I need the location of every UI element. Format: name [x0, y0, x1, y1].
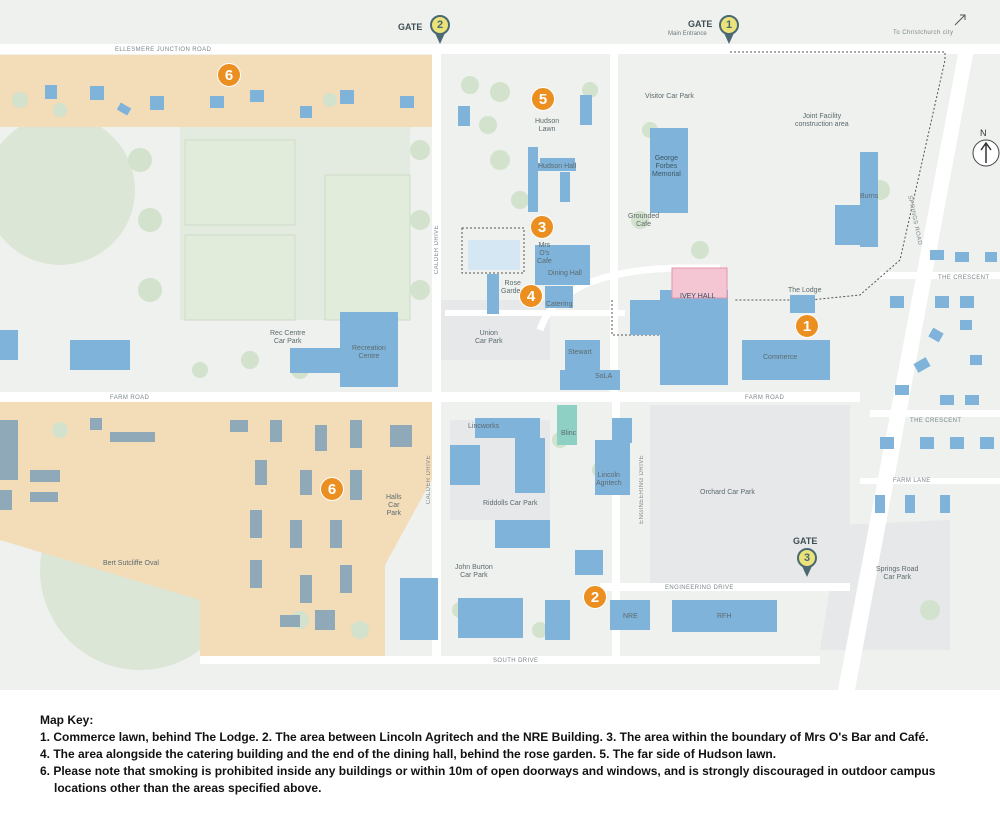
road-label-ellesmere: ELLESMERE JUNCTION ROAD: [115, 47, 212, 53]
map-key-line-2: 4. The area alongside the catering build…: [40, 747, 777, 761]
label-rose-garden: Rose Garden: [501, 280, 525, 295]
label-lincworks: Lincworks: [468, 423, 500, 430]
marker-2[interactable]: 2: [583, 585, 607, 609]
map-key: Map Key: 1. Commerce lawn, behind The Lo…: [40, 712, 980, 797]
road-label-farm-lane: FARM LANE: [893, 478, 931, 484]
road-label-engineering-drive-vertical: ENGINEERING DRIVE: [639, 455, 645, 524]
label-george-forbes: George Forbes Memorial: [652, 155, 681, 178]
label-rfh: RFH: [717, 613, 732, 620]
label-commerce: Commerce: [763, 354, 798, 361]
road-label-calder-drive-north: CALDER DRIVE: [434, 225, 440, 275]
gate-1-pointer: [724, 33, 734, 44]
gate-3-number: 3: [797, 548, 817, 568]
label-john-burton-car-park: John Burton Car Park: [455, 564, 493, 579]
label-union-car-park: Union Car Park: [475, 330, 503, 345]
marker-3[interactable]: 3: [530, 215, 554, 239]
marker-6-south[interactable]: 6: [320, 477, 344, 501]
gate-2-label: GATE: [398, 22, 423, 32]
gate-1-label: GATE: [688, 19, 713, 29]
gate-2-pin[interactable]: 2: [425, 15, 455, 44]
gate-1-pin[interactable]: 1: [714, 15, 744, 44]
campus-map[interactable]: ELLESMERE JUNCTION ROAD FARM ROAD FARM R…: [0, 0, 1000, 690]
label-stewart: Stewart: [568, 349, 592, 356]
north-label: N: [980, 128, 987, 138]
label-nre: NRE: [623, 613, 638, 620]
label-blinc: Blinc: [561, 430, 577, 437]
road-label-engineering-drive: ENGINEERING DRIVE: [665, 585, 734, 591]
gate-3-label: GATE: [793, 536, 818, 546]
gate-2-number: 2: [430, 15, 450, 35]
label-hudson-lawn: Hudson Lawn: [535, 118, 560, 133]
road-label-the-crescent-south: THE CRESCENT: [910, 418, 962, 424]
marker-4[interactable]: 4: [519, 284, 543, 308]
label-rec-centre-car-park: Rec Centre Car Park: [270, 330, 306, 345]
label-bert-sutcliffe-oval: Bert Sutcliffe Oval: [103, 560, 159, 567]
marker-1[interactable]: 1: [795, 314, 819, 338]
label-mrs-os-cafe: Mrs O's Cafe: [537, 242, 552, 265]
label-sola: SoLA: [595, 373, 613, 380]
label-hudson-hall: Hudson Hall: [538, 163, 577, 171]
road-label-the-crescent-north: THE CRESCENT: [938, 275, 990, 281]
road-label-south-drive: SOUTH DRIVE: [493, 658, 539, 664]
gate-2-pointer: [435, 33, 445, 44]
gate-1-number: 1: [719, 15, 739, 35]
label-springs-road-car-park: Springs Road Car Park: [876, 566, 919, 581]
label-lincoln-agritech: Lincoln Agritech: [596, 472, 622, 487]
gate-3-pin[interactable]: 3: [792, 548, 822, 577]
gate-3-pointer: [802, 566, 812, 577]
label-recreation-centre: Recreation Centre: [352, 345, 386, 360]
residential-zone-north: [0, 55, 437, 127]
gate-1-sublabel: Main Entrance: [668, 31, 707, 37]
label-visitor-car-park: Visitor Car Park: [645, 93, 694, 100]
road-label-farm-road-west: FARM ROAD: [110, 395, 150, 401]
map-key-line-1: 1. Commerce lawn, behind The Lodge. 2. T…: [40, 730, 929, 744]
label-riddolls-car-park: Riddolls Car Park: [483, 500, 538, 507]
map-key-line-3: 6. Please note that smoking is prohibite…: [40, 764, 936, 795]
label-ivey-hall: IVEY HALL: [680, 293, 716, 300]
map-canvas: [0, 14, 1000, 690]
residential-zone-south: [0, 402, 437, 658]
label-halls-car-park: Halls Car Park: [386, 494, 402, 517]
marker-6-north[interactable]: 6: [217, 63, 241, 87]
label-the-lodge: The Lodge: [788, 287, 822, 294]
to-christchurch-label: To Christchurch city: [893, 30, 954, 36]
label-orchard-car-park: Orchard Car Park: [700, 489, 755, 496]
map-key-title: Map Key:: [40, 713, 94, 727]
label-burns: Burns: [860, 193, 879, 200]
label-catering: Catering: [546, 301, 573, 308]
label-joint-facility: Joint Facility construction area: [795, 113, 849, 128]
road-label-calder-drive-south: CALDER DRIVE: [426, 455, 432, 505]
marker-5[interactable]: 5: [531, 87, 555, 111]
road-label-farm-road-east: FARM ROAD: [745, 395, 785, 401]
label-dining-hall: Dining Hall: [548, 270, 582, 277]
label-grounded-cafe: Grounded Cafe: [628, 213, 660, 228]
